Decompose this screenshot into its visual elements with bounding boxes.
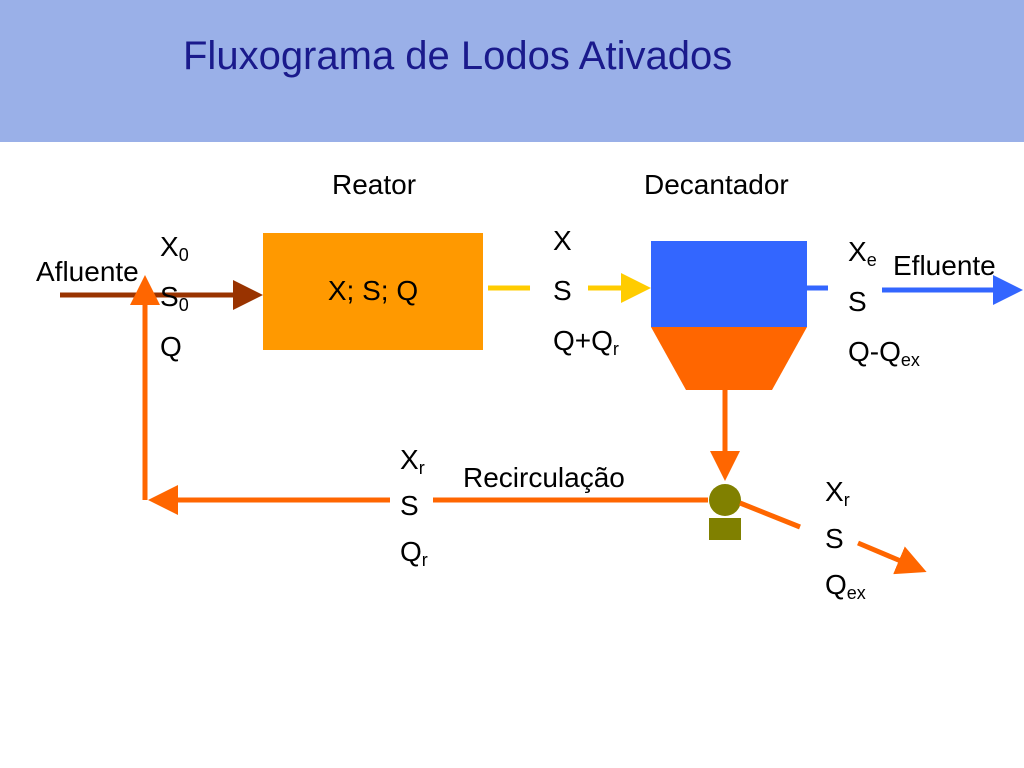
recirc-x: Xr	[400, 444, 425, 478]
effluent-x: Xe	[848, 236, 877, 270]
recirc-s: S	[400, 490, 419, 521]
reactor-out-s: S	[553, 275, 572, 306]
reator-label: Reator	[332, 169, 417, 200]
efluente-label: Efluente	[893, 250, 996, 281]
reactor-box	[263, 233, 483, 350]
excess-line	[739, 500, 801, 530]
influent-s: S0	[160, 281, 189, 315]
slide-title: Fluxograma de Lodos Ativados	[183, 34, 733, 78]
effluent-s: S	[848, 286, 867, 317]
clarifier-top	[651, 241, 807, 327]
reactor-content-label: X; S; Q	[327, 275, 419, 306]
title-bar	[0, 0, 1024, 142]
recirculacao-label: Recirculação	[463, 462, 625, 493]
reactor-out-q: Q+Qr	[553, 325, 619, 359]
decantador-label: Decantador	[644, 169, 789, 200]
afluente-label: Afluente	[36, 256, 139, 287]
excess-x: Xr	[825, 476, 850, 510]
pump-base	[709, 518, 741, 540]
excess-q: Qex	[825, 569, 866, 603]
pump-icon	[709, 484, 741, 516]
clarifier-hopper	[651, 327, 807, 390]
excess-s: S	[825, 523, 844, 554]
influent-q: Q	[160, 331, 182, 362]
influent-x: X0	[160, 231, 189, 265]
recirc-q: Qr	[400, 536, 428, 570]
effluent-q: Q-Qex	[848, 336, 920, 370]
reactor-out-x: X	[553, 225, 572, 256]
excess-arrow	[857, 540, 927, 575]
